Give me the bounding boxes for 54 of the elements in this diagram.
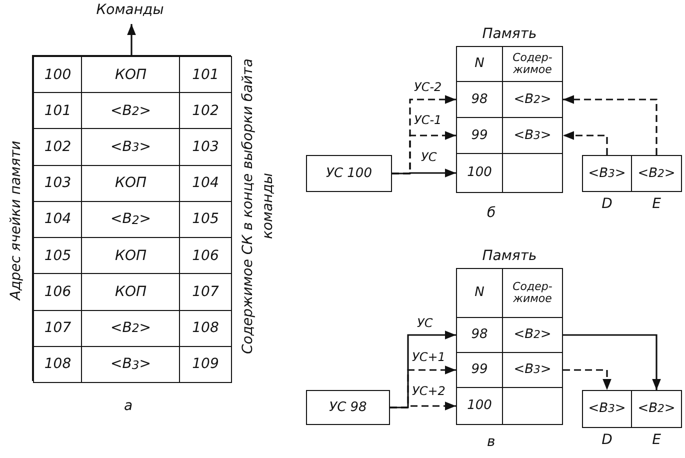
memory-cell: N (456, 46, 503, 82)
column-heading: Команды (92, 2, 168, 24)
arrow (563, 369, 612, 390)
arrow (563, 334, 661, 390)
panel-letter: б (487, 205, 497, 223)
memory-cell: Содер- жимое (502, 46, 563, 82)
table-cell: 109 (179, 346, 232, 384)
memory-cell (502, 387, 563, 425)
edge-label: УС-2 (413, 80, 443, 94)
table-cell: 105 (179, 200, 232, 239)
table-cell: 106 (33, 273, 82, 312)
memory-cell: 100 (456, 387, 503, 425)
arrow (563, 131, 608, 155)
table-cell: 101 (179, 56, 232, 94)
table-cell: 102 (33, 128, 82, 166)
arrow (127, 24, 136, 55)
table-cell: 104 (179, 164, 232, 202)
table-cell: КОП (81, 237, 180, 275)
edge-label: УС (416, 316, 434, 330)
register-box: УС 98 (306, 390, 390, 425)
register-name: E (651, 196, 662, 214)
table-cell: 102 (179, 92, 232, 130)
edge-label: УС-1 (413, 113, 443, 127)
table-heading: Память (481, 248, 538, 266)
table-cell: 105 (33, 237, 82, 275)
edge-label: УС+2 (411, 384, 446, 398)
table-cell: 107 (179, 273, 232, 312)
memory-cell: 100 (456, 153, 503, 193)
arrow (392, 168, 456, 178)
table-cell: КОП (81, 56, 180, 94)
register-name: E (651, 432, 662, 450)
panel-letter: в (487, 434, 496, 452)
table-heading: Память (481, 26, 538, 44)
register-name: D (600, 196, 614, 214)
register-name: D (600, 432, 614, 450)
memory-table (32, 55, 231, 381)
table-cell: 103 (179, 128, 232, 166)
table-cell: 108 (179, 310, 232, 348)
table-cell: 106 (179, 237, 232, 275)
panel-letter: а (124, 398, 134, 416)
axis-caption: Содержимое СК в конце выборки байта команды (239, 57, 277, 356)
arrow (390, 402, 456, 410)
register-box: УС 100 (306, 155, 392, 192)
edge-label: УС (420, 150, 438, 164)
table-cell: 108 (33, 346, 82, 384)
edge-label: УС+1 (411, 350, 446, 364)
memory-cell: N (456, 268, 503, 318)
table-cell: 101 (33, 92, 82, 130)
table-cell: КОП (81, 273, 180, 312)
memory-cell: Содер- жимое (502, 268, 563, 318)
axis-caption: Адрес ячейки памяти (7, 139, 25, 302)
table-cell: 100 (33, 56, 82, 94)
memory-cell (502, 153, 563, 193)
arrow (563, 95, 658, 155)
